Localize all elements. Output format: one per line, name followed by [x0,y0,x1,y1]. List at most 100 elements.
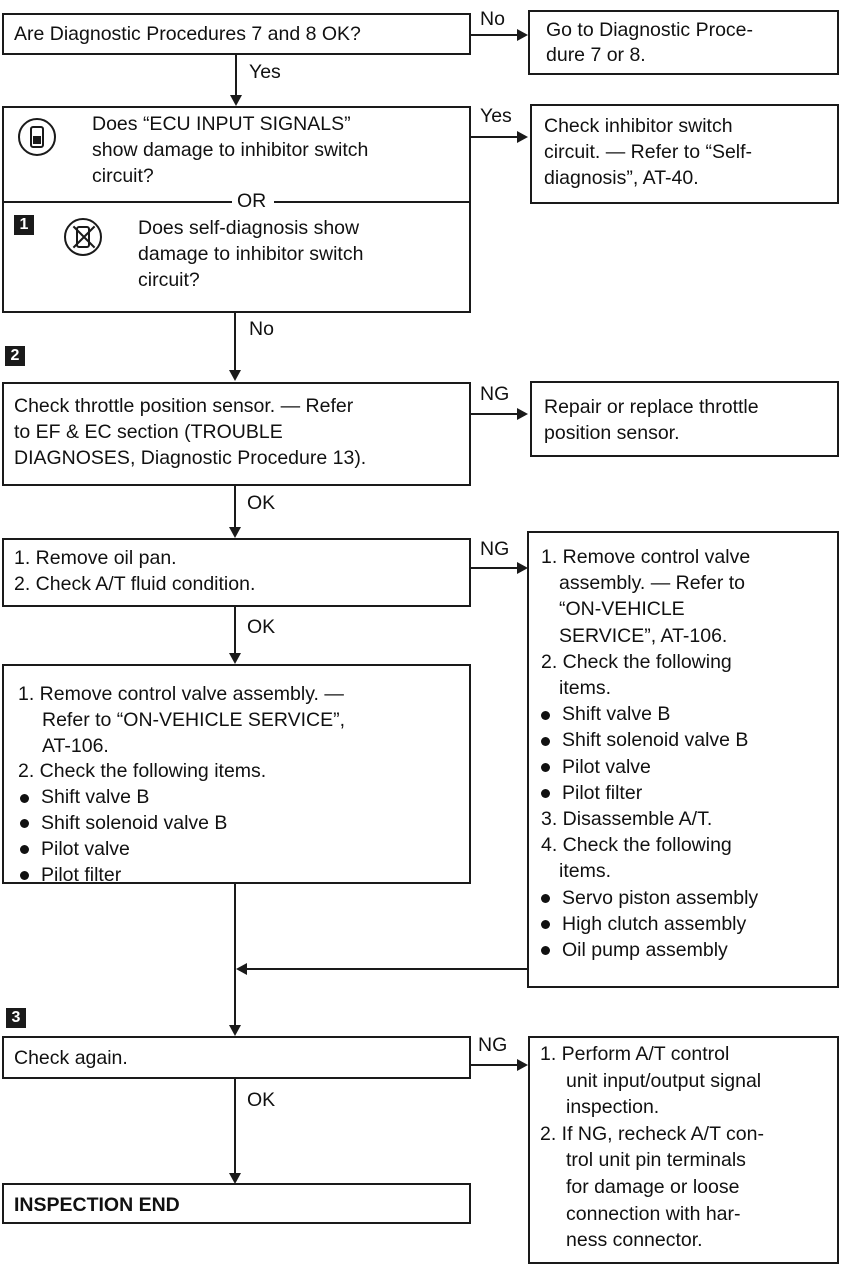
item-continuation: Refer to “ON-VEHICLE SERVICE”, [42,708,346,731]
connector-line [246,968,527,970]
arrow-down [229,1173,241,1184]
item-continuation: unit input/output signal [566,1069,762,1092]
ng-label: NG [478,1034,508,1056]
no-label: No [249,318,274,340]
step-marker-1: 1 [14,215,34,235]
result-line: position sensor. [544,422,680,444]
ok-label: OK [247,492,276,514]
bullet-dot [541,920,550,930]
connector-line [471,1064,519,1066]
decision-text: Are Diagnostic Procedures 7 and 8 OK? [14,23,361,45]
item-continuation: connection with har- [566,1202,741,1225]
bullet-text: Servo piston assembly [562,886,759,909]
or-divider-left [4,201,232,203]
item-continuation: SERVICE”, AT-106. [559,624,728,647]
decision-line: to EF & EC section (TROUBLE [14,421,283,443]
decision-text: Check again. [14,1047,128,1069]
bullet-item: Pilot valve [20,837,130,862]
bullet-item: Servo piston assembly [541,886,758,911]
step-marker-2: 2 [5,346,25,366]
numbered-item: 2. If NG, recheck A/T con- [540,1122,764,1145]
result-go-to-procedure: Go to Diagnostic Proce- dure 7 or 8. [528,10,839,75]
result-repair-throttle: Repair or replace throttle position sens… [530,381,839,457]
bullet-item: Shift solenoid valve B [20,811,227,836]
bullet-text: High clutch assembly [562,912,747,935]
bullet-dot [541,736,550,746]
bullet-item: Pilot valve [541,755,651,780]
connector-line [235,55,237,96]
decision-line: DIAGNOSES, Diagnostic Procedure 13). [14,447,367,469]
arrow-down [229,527,241,538]
bullet-text: Pilot filter [562,781,643,804]
decision-line: Does self-diagnosis show [138,217,360,239]
bullet-item: Oil pump assembly [541,938,728,963]
step-control-valve-check: 1. Remove control valve assembly. — Refer… [2,664,471,886]
decision-line: Check throttle position sensor. — Refer [14,395,354,417]
bullet-text: Shift valve B [41,786,150,809]
decision-line: circuit? [138,269,200,291]
numbered-item: 4. Check the following [541,834,732,857]
arrow-left [236,963,247,975]
connector-line [471,136,519,138]
connector-line [471,567,519,569]
numbered-item: 2. Check the following items. [18,760,267,783]
bullet-dot [541,789,550,799]
arrow-right [517,408,528,420]
bullet-dot [20,819,29,829]
numbered-item: 1. Remove control valve [541,546,751,568]
bullet-item: Shift solenoid valve B [541,728,748,753]
result-line: dure 7 or 8. [546,44,646,66]
result-line: Go to Diagnostic Proce- [546,19,754,41]
bullet-item: Pilot filter [541,781,642,806]
decision-line: Does “ECU INPUT SIGNALS” [92,113,351,135]
item-continuation: trol unit pin terminals [566,1149,746,1172]
arrow-down [229,1025,241,1036]
result-check-inhibitor: Check inhibitor switch circuit. — Refer … [530,104,839,204]
decision-line: damage to inhibitor switch [138,243,364,265]
decision-procedures-7-8: Are Diagnostic Procedures 7 and 8 OK? [2,13,471,55]
inspection-end: INSPECTION END [2,1183,471,1224]
item-continuation: AT-106. [42,734,109,757]
bullet-text: Pilot filter [41,863,122,886]
bullet-item: High clutch assembly [541,912,746,937]
item-continuation: “ON-VEHICLE [559,598,685,621]
item-continuation: items. [559,677,612,699]
bullet-text: Oil pump assembly [562,939,728,961]
decision-check-again: Check again. [2,1036,471,1079]
decision-line: 2. Check A/T fluid condition. [14,573,256,595]
yes-label: Yes [480,105,512,127]
item-continuation: for damage or loose [566,1176,740,1198]
bullet-text: Pilot valve [562,755,651,778]
ng-label: NG [480,538,510,560]
bullet-text: Shift valve B [562,703,671,726]
arrow-right [517,29,528,41]
arrow-down [230,95,242,106]
numbered-item: 1. Remove control valve assembly. — [18,683,344,705]
or-label: OR [237,190,267,212]
bullet-dot [541,710,550,720]
bullet-text: Shift solenoid valve B [41,812,228,834]
bullet-dot [541,946,550,956]
bullet-dot [20,793,29,803]
no-label: No [480,8,505,30]
bullet-item: Shift valve B [20,785,149,810]
bullet-item: Shift valve B [541,702,670,727]
ok-label: OK [247,616,276,638]
numbered-item: 2. Check the following [541,650,732,673]
result-line: Repair or replace throttle [544,396,759,418]
decision-line: circuit? [92,165,154,187]
decision-line: 1. Remove oil pan. [14,547,177,569]
connector-line [471,413,519,415]
connector-line [234,1079,236,1174]
end-text: INSPECTION END [14,1194,180,1216]
connector-line [234,607,236,654]
bullet-text: Shift solenoid valve B [562,729,749,752]
no-tester-icon [64,218,102,256]
item-continuation: assembly. — Refer to [559,572,746,595]
decision-line: show damage to inhibitor switch [92,139,369,161]
result-line: Check inhibitor switch [544,115,733,137]
arrow-right [517,1059,528,1071]
connector-line [471,34,519,36]
numbered-item: 1. Perform A/T control [540,1043,730,1065]
bullet-dot [541,893,550,903]
